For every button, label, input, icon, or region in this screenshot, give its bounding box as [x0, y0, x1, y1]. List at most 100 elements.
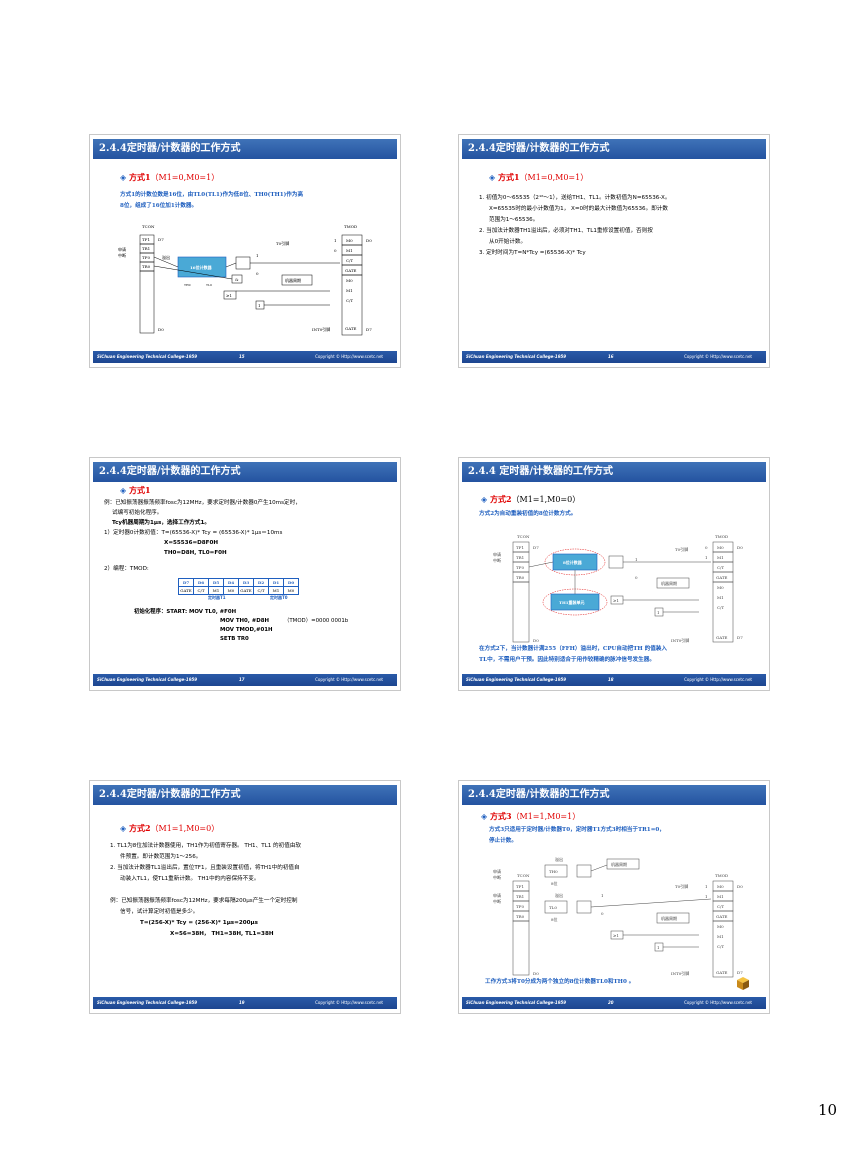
- slide-subtitle: ◈ 方式2（M1=1,M0=0）: [481, 494, 581, 504]
- svg-text:1: 1: [705, 555, 708, 560]
- slide-title: 2.4.4定时器/计数器的工作方式: [93, 139, 397, 159]
- slide-footer: SiChuan Engineering Technical College-19…: [93, 997, 397, 1009]
- reload-label: TH1重装单元: [559, 599, 585, 605]
- svg-text:TR0: TR0: [516, 575, 525, 580]
- svg-text:TR0: TR0: [516, 914, 525, 919]
- svg-text:TF0: TF0: [516, 565, 524, 570]
- slide-body: 方式3只适用于定时器/计数器T0，定时器T1方式3时相当于TR1=0， 停止计数…: [489, 827, 665, 844]
- svg-text:C/T: C/T: [717, 565, 724, 570]
- svg-text:TF1: TF1: [516, 545, 524, 550]
- svg-text:TMOD: TMOD: [344, 224, 357, 229]
- svg-text:申请: 申请: [493, 892, 501, 898]
- svg-text:D0: D0: [533, 638, 539, 643]
- svg-text:0: 0: [256, 271, 259, 276]
- svg-text:GATE: GATE: [716, 970, 728, 975]
- slide-footer: SiChuan Engineering Technical College-19…: [462, 351, 766, 363]
- slide-title: 2.4.4 定时器/计数器的工作方式: [462, 462, 766, 482]
- svg-text:M1: M1: [717, 934, 724, 939]
- svg-text:TR1: TR1: [516, 555, 524, 560]
- slide-subtitle: ◈ 方式1（M1=0,M0=1）: [120, 172, 220, 182]
- svg-text:TL0: TL0: [549, 905, 557, 910]
- svg-text:≥1: ≥1: [613, 933, 619, 938]
- svg-text:1: 1: [334, 238, 337, 243]
- slide-footer: SiChuan Engineering Technical College-19…: [93, 351, 397, 363]
- svg-text:1: 1: [657, 945, 660, 950]
- svg-text:溢出: 溢出: [555, 856, 563, 862]
- svg-text:TH0: TH0: [549, 869, 558, 874]
- svg-text:D7: D7: [737, 970, 743, 975]
- svg-text:TL0: TL0: [206, 283, 212, 287]
- timer-mode1-diagram: TCON TF1 TR1 TF0 TR0 D7 D0 申请 中断 16位计数器 …: [118, 224, 372, 336]
- svg-text:中断: 中断: [493, 557, 501, 563]
- svg-text:T0引脚: T0引脚: [675, 546, 688, 552]
- timer-mode3-diagram: TCON TF1 TR1 TF0 TR0 D0 申请 中断 申请 中断 溢出 T…: [493, 856, 743, 978]
- svg-text:D0: D0: [533, 971, 539, 976]
- svg-text:申请: 申请: [493, 551, 501, 557]
- svg-text:INT0引脚: INT0引脚: [671, 637, 689, 643]
- svg-text:TF0: TF0: [516, 904, 524, 909]
- svg-text:D0: D0: [366, 238, 372, 243]
- slide-title: 2.4.4定时器/计数器的工作方式: [462, 785, 766, 805]
- svg-text:C/T: C/T: [346, 258, 353, 263]
- svg-text:TCON: TCON: [517, 534, 530, 539]
- diamond-icon: ◈: [489, 172, 496, 182]
- svg-text:1: 1: [705, 884, 708, 889]
- svg-text:TF0: TF0: [142, 255, 150, 260]
- diamond-icon: ◈: [120, 485, 127, 495]
- slide-subtitle: ◈ 方式1: [120, 485, 151, 495]
- slide-subtitle: ◈ 方式2（M1=1,M0=0）: [120, 823, 220, 833]
- svg-text:TR0: TR0: [142, 264, 151, 269]
- svg-text:C/T: C/T: [717, 904, 724, 909]
- svg-text:T0引脚: T0引脚: [276, 240, 289, 246]
- slide-subtitle: ◈ 方式3（M1=1,M0=1）: [481, 811, 581, 821]
- slide-title: 2.4.4定时器/计数器的工作方式: [462, 139, 766, 159]
- slide-body: 1. TL1为8位加法计数器使用，TH1作为初值寄存器。 TH1、TL1 的初值…: [110, 843, 302, 937]
- tcon-label: TCON: [142, 224, 155, 229]
- svg-text:8位: 8位: [551, 880, 558, 886]
- counter-label: 8位计数器: [563, 559, 583, 565]
- svg-text:M1: M1: [717, 595, 724, 600]
- svg-text:中断: 中断: [493, 874, 501, 880]
- svg-text:1: 1: [657, 610, 660, 615]
- svg-text:溢出: 溢出: [162, 254, 170, 260]
- svg-text:0: 0: [601, 911, 604, 916]
- svg-text:0: 0: [635, 575, 638, 580]
- svg-text:机器周期: 机器周期: [611, 861, 627, 867]
- svg-text:中断: 中断: [493, 898, 501, 904]
- slide-4: 2.4.4 定时器/计数器的工作方式 ◈ 方式2（M1=1,M0=0） 方式2为…: [458, 457, 770, 691]
- slide-body: 1. 初值为0～65535（2¹⁶～1），送给TH1、TL1。计数初值为N=65…: [479, 195, 671, 256]
- init-program: 初始化程序：START: MOV TL0, #F0H MOV TH0, #D8H…: [134, 609, 349, 642]
- svg-text:M0: M0: [717, 924, 724, 929]
- svg-text:机器周期: 机器周期: [661, 915, 677, 921]
- svg-text:C/T: C/T: [346, 298, 353, 303]
- svg-text:M1: M1: [717, 555, 724, 560]
- diamond-icon: ◈: [120, 172, 127, 182]
- svg-text:M1: M1: [346, 248, 353, 253]
- svg-text:M0: M0: [346, 238, 353, 243]
- navigation-cube-icon[interactable]: [735, 975, 751, 991]
- svg-text:1: 1: [256, 253, 259, 258]
- svg-text:机器周期: 机器周期: [661, 580, 677, 586]
- svg-text:D0: D0: [737, 884, 743, 889]
- svg-text:1: 1: [635, 557, 638, 562]
- diamond-icon: ◈: [120, 823, 127, 833]
- svg-text:GATE: GATE: [716, 575, 728, 580]
- svg-text:GATE: GATE: [716, 914, 728, 919]
- svg-text:TR1: TR1: [516, 894, 524, 899]
- slide-footer: SiChuan Engineering Technical College-19…: [462, 997, 766, 1009]
- svg-text:T0引脚: T0引脚: [675, 883, 688, 889]
- slide-3: 2.4.4定时器/计数器的工作方式 ◈ 方式1 例：已知振荡器振荡频率fosc为…: [89, 457, 401, 691]
- svg-text:TF1: TF1: [516, 884, 524, 889]
- slide-subtitle: ◈ 方式1（M1=0,M0=1）: [489, 172, 589, 182]
- svg-text:TCON: TCON: [517, 873, 530, 878]
- svg-text:TMOD: TMOD: [715, 873, 728, 878]
- svg-text:D7: D7: [533, 545, 539, 550]
- svg-text:0: 0: [334, 248, 337, 253]
- svg-text:申请: 申请: [493, 868, 501, 874]
- svg-text:≥1: ≥1: [226, 293, 232, 298]
- svg-text:D7: D7: [158, 237, 164, 242]
- svg-text:TF1: TF1: [142, 237, 150, 242]
- svg-text:1: 1: [601, 893, 604, 898]
- slide-5: 2.4.4定时器/计数器的工作方式 ◈ 方式2（M1=1,M0=0） 1. TL…: [89, 780, 401, 1014]
